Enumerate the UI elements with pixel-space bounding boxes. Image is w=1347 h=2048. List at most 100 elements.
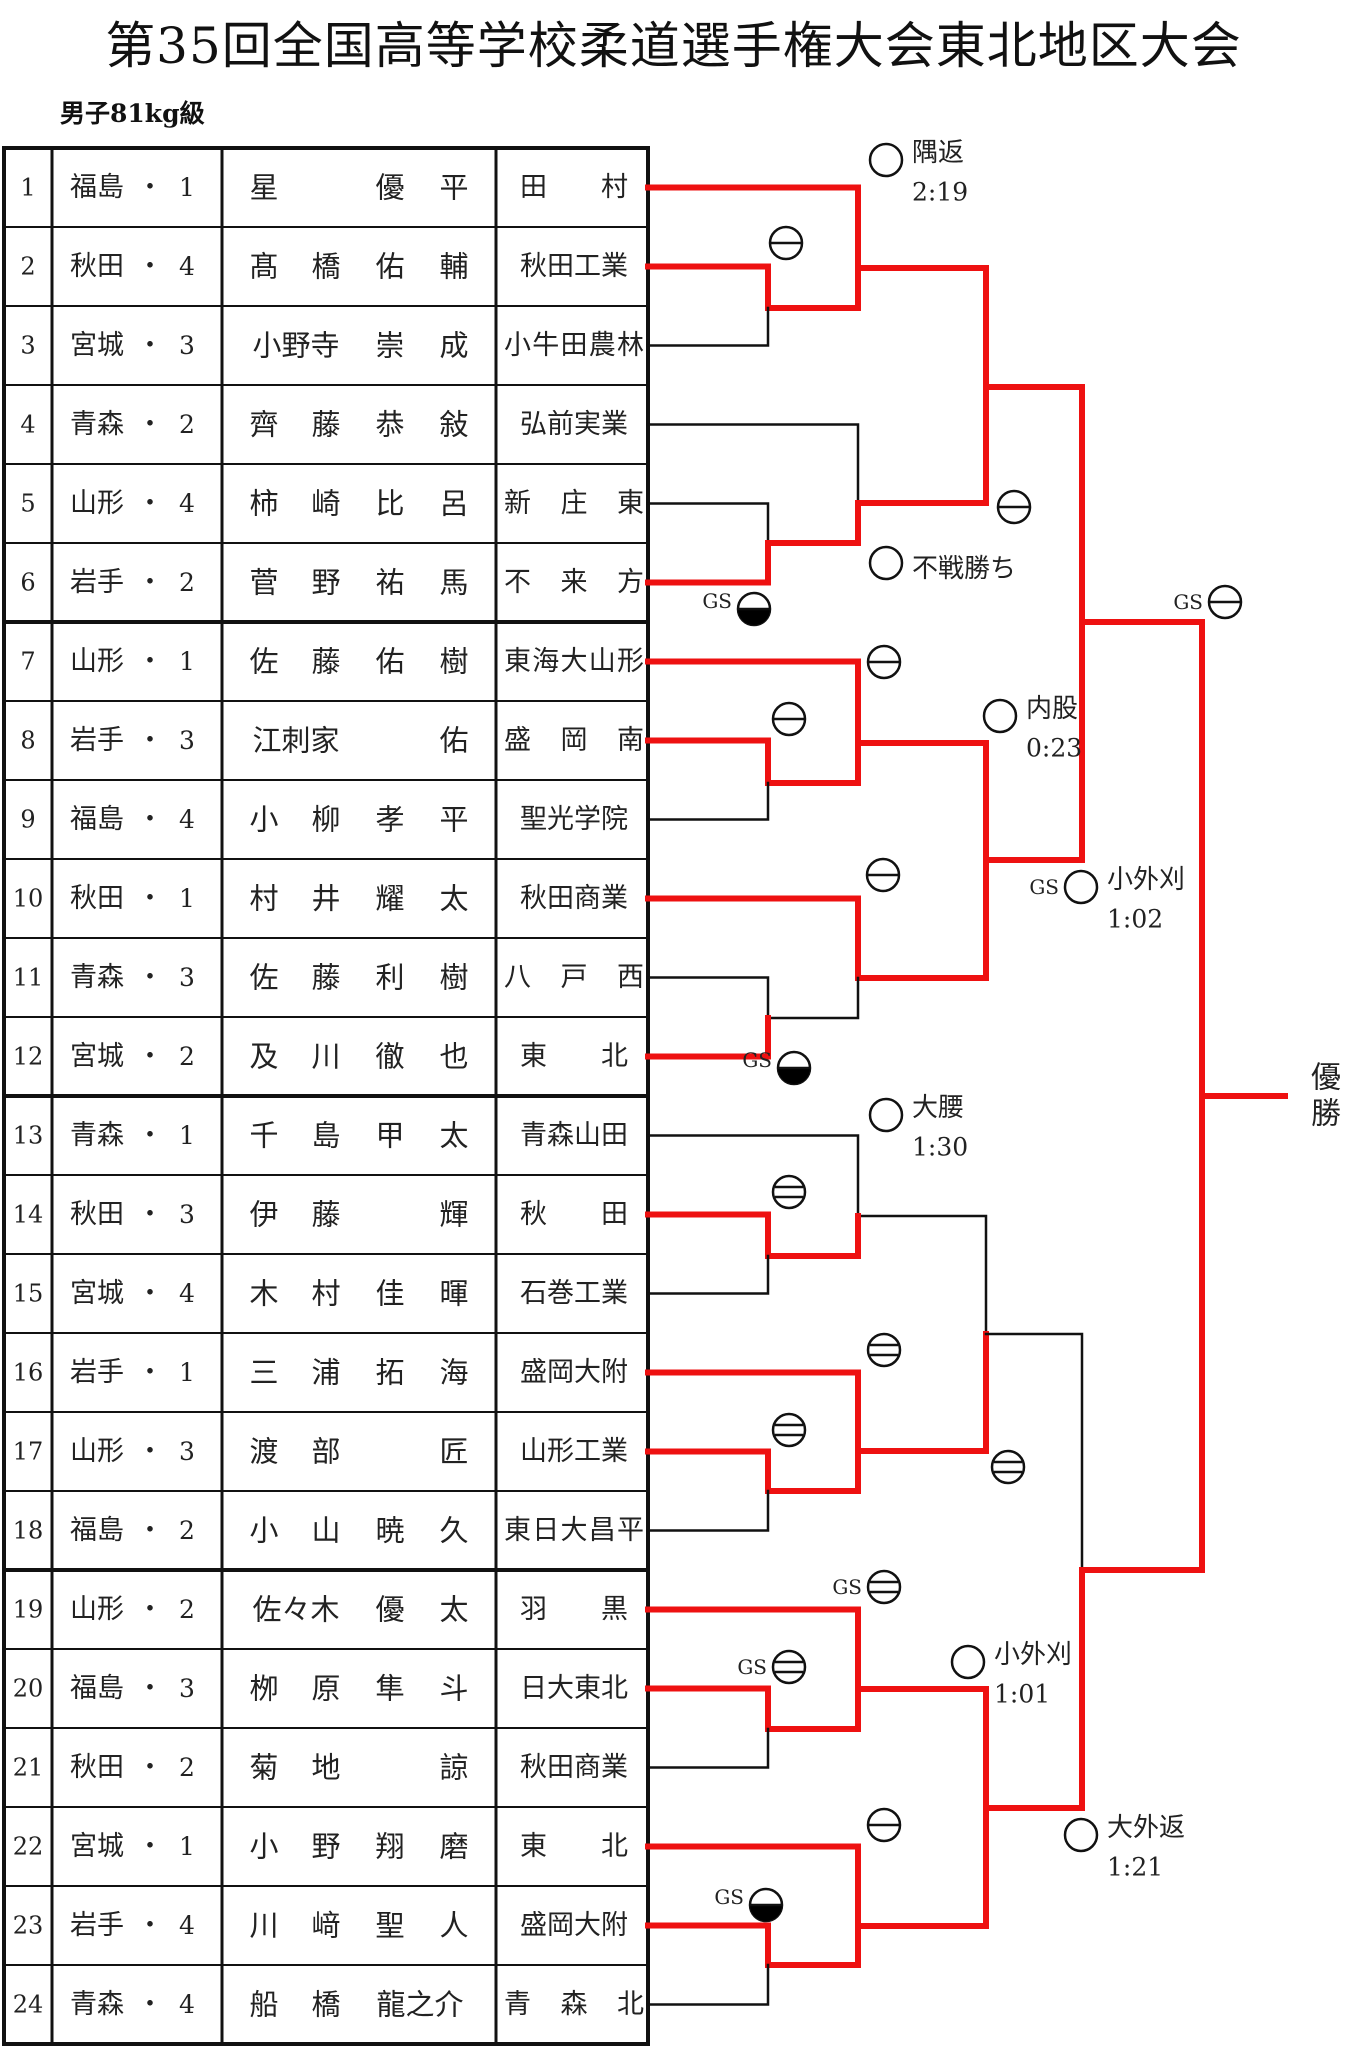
entry-separator: ・ (137, 173, 163, 203)
entry-prefecture: 青森 (70, 1120, 124, 1151)
entry-separator: ・ (137, 568, 163, 598)
winner-path (645, 1922, 861, 1968)
athlete-name-part: 佑 (375, 645, 404, 679)
athlete-name-part: 佑 (375, 250, 404, 284)
athlete-name-part: 佐々木 (252, 1593, 339, 1627)
athlete-name-part: 久 (439, 1514, 468, 1548)
result-circle (866, 1569, 902, 1605)
entry-separator: ・ (137, 1437, 163, 1467)
winner-path (645, 263, 861, 311)
entry-seed: 1 (179, 1121, 195, 1150)
winner-path (645, 1331, 989, 1454)
athlete-name-part: 太 (439, 1119, 468, 1153)
entry-seed: 3 (179, 1200, 195, 1229)
result-mark-yuko (771, 701, 807, 737)
result-fill (778, 1068, 810, 1084)
entry-number: 22 (13, 1833, 44, 1861)
athlete-name-part: 徹 (375, 1040, 404, 1074)
result-mark-yuko (866, 1807, 902, 1843)
entry-separator: ・ (137, 1358, 163, 1388)
result-circle (950, 1644, 986, 1680)
entry-school: 羽 黒 (520, 1594, 628, 1625)
athlete-name-part: 利 (375, 961, 404, 995)
entry-prefecture: 宮城 (70, 1041, 124, 1072)
result-mark-yuko (865, 857, 901, 893)
entry-prefecture: 岩手 (70, 1910, 124, 1941)
entry-separator: ・ (137, 1911, 163, 1941)
result-mark-yuko (866, 644, 902, 680)
entry-seed: 2 (179, 1042, 195, 1071)
result-mark-waza (771, 1174, 807, 1210)
result-mark-half (748, 1887, 784, 1923)
entry-separator: ・ (137, 1516, 163, 1546)
result-mark-yuko (996, 489, 1032, 525)
entry-number: 17 (13, 1438, 44, 1466)
athlete-name-part: 山 (311, 1514, 340, 1548)
entry-prefecture: 青森 (70, 1989, 124, 2020)
entry-seed: 4 (179, 1990, 195, 2019)
entry-seed: 3 (179, 331, 195, 360)
entry-separator: ・ (137, 1200, 163, 1230)
bracket-line (646, 1963, 770, 2006)
entry-seed: 2 (179, 1753, 195, 1782)
athlete-name-part: 平 (439, 803, 468, 837)
entry-prefecture: 秋田 (70, 1752, 124, 1783)
entry-prefecture: 秋田 (70, 1199, 124, 1230)
athlete-name-part: 菊 (249, 1751, 278, 1785)
golden-score-label: GS (702, 589, 732, 613)
bracket-line (646, 423, 860, 505)
entry-seed: 4 (179, 805, 195, 834)
entry-separator: ・ (137, 1121, 163, 1151)
entry-separator: ・ (137, 726, 163, 756)
athlete-name-part: 太 (439, 1593, 468, 1627)
athlete-name-part: 佐 (249, 961, 278, 995)
entry-seed: 1 (179, 884, 195, 913)
athlete-name-part: 龍之介 (376, 1988, 463, 2022)
athlete-name-part: 藤 (311, 961, 340, 995)
entry-separator: ・ (137, 1674, 163, 1704)
entry-school: 石巻工業 (520, 1278, 628, 1309)
entry-number: 4 (20, 411, 35, 439)
athlete-name-part: 樹 (439, 645, 468, 679)
entry-seed: 3 (179, 726, 195, 755)
result-circle (771, 1649, 807, 1685)
entry-prefecture: 岩手 (70, 1357, 124, 1388)
entry-number: 3 (20, 332, 35, 360)
entry-seed: 1 (179, 1358, 195, 1387)
athlete-name-part: 浦 (311, 1356, 340, 1390)
athlete-name-part: 齊 (249, 408, 278, 442)
athlete-name-part: 藤 (311, 408, 340, 442)
athlete-name-part: 佑 (439, 724, 468, 758)
winner-path (855, 265, 989, 390)
result-mark-yuko (768, 225, 804, 261)
athlete-name-part: 川 (311, 1040, 340, 1074)
entry-number: 24 (13, 1991, 44, 2019)
bracket-line (646, 781, 770, 821)
athlete-name-part: 輔 (439, 250, 468, 284)
athlete-name-part: 翔 (375, 1830, 404, 1864)
athlete-name-part: 船 (249, 1988, 278, 2022)
result-mark-ippon (868, 545, 904, 581)
entry-prefecture: 秋田 (70, 883, 124, 914)
athlete-name-part: 部 (311, 1435, 340, 1469)
division-label: 男子81kg級 (60, 99, 205, 128)
winner-path (983, 384, 1085, 625)
athlete-name-part: 馬 (439, 566, 468, 600)
entry-number: 6 (20, 569, 35, 597)
entry-prefecture: 山形 (70, 488, 124, 519)
entry-separator: ・ (137, 331, 163, 361)
athlete-name-part: 隼 (375, 1672, 404, 1706)
entry-seed: 2 (179, 410, 195, 439)
entry-number: 8 (20, 727, 35, 755)
entry-school: 八 戸 西 (504, 962, 644, 993)
entry-seed: 4 (179, 1279, 195, 1308)
entry-school: 不 来 方 (504, 567, 644, 598)
result-fill (738, 609, 770, 625)
entry-school: 盛 岡 南 (504, 725, 644, 756)
entry-prefecture: 宮城 (70, 1278, 124, 1309)
athlete-name-part: 千 (249, 1119, 278, 1153)
athlete-name-part: 諒 (439, 1751, 468, 1785)
entry-school: 山形工業 (520, 1436, 628, 1467)
athlete-name-part: 木 (249, 1277, 278, 1311)
winner-path (645, 737, 861, 786)
